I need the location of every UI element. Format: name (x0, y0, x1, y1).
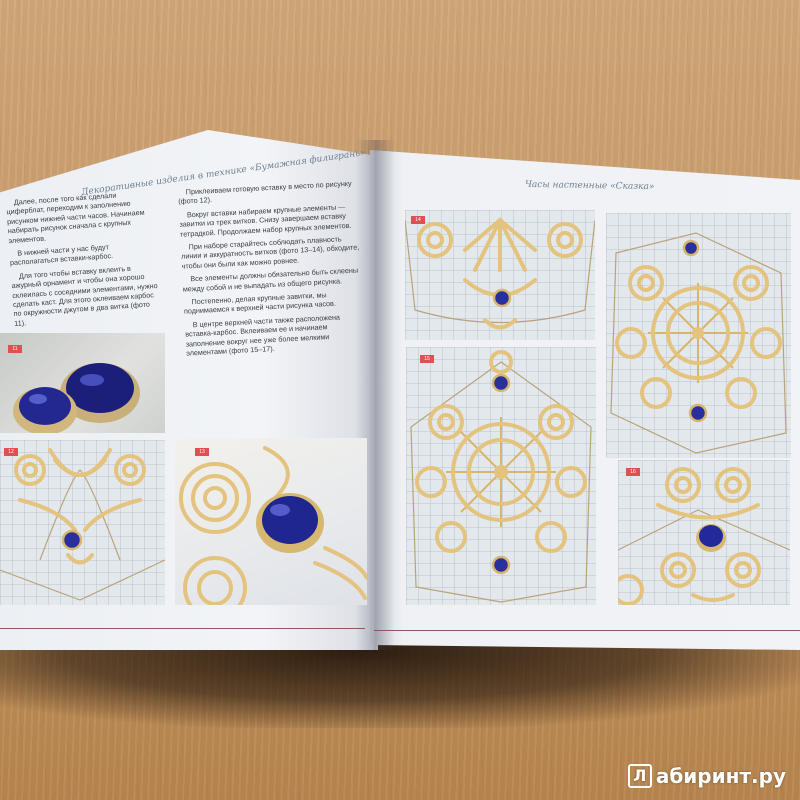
labirint-watermark: Л абиринт.ру (627, 764, 786, 788)
photo-badge: 14 (411, 216, 425, 224)
paragraph: Для того чтобы вставку вклеить в ажурный… (11, 263, 158, 328)
photo-badge: 12 (4, 448, 18, 456)
paragraph: При наборе старайтесь соблюдать плавност… (180, 234, 360, 271)
left-page-bottom-rule (0, 628, 365, 629)
photo-gem-closeup: 13 (175, 438, 367, 605)
left-text-column-2: Приклеиваем готовую вставку в место по р… (178, 178, 367, 362)
photo-badge: 11 (8, 345, 22, 353)
photo-badge: 13 (195, 448, 209, 456)
paragraph: В центре верхней части также расположена… (185, 312, 341, 358)
photo-flower-full-2: 15 (406, 347, 596, 605)
photo-badge: 15 (420, 355, 434, 363)
photo-badge: 16 (626, 468, 640, 476)
photo-filigree-bottom: 12 (0, 440, 165, 605)
paragraph: Вокруг вставки набираем крупные элементы… (179, 201, 352, 239)
photo-flower-partial: 14 (405, 210, 595, 340)
photo-filigree-detail: 16 (618, 460, 790, 605)
photo-gems: 11 (0, 333, 165, 433)
left-text-column-1: Далее, после того как сделали циферблат,… (5, 188, 162, 332)
paragraph: Далее, после того как сделали циферблат,… (6, 190, 145, 245)
right-page-bottom-rule (374, 630, 800, 631)
labirint-logo: Л (627, 764, 652, 788)
photo-flower-full-1 (606, 213, 791, 458)
watermark-text: абиринт.ру (655, 764, 786, 788)
